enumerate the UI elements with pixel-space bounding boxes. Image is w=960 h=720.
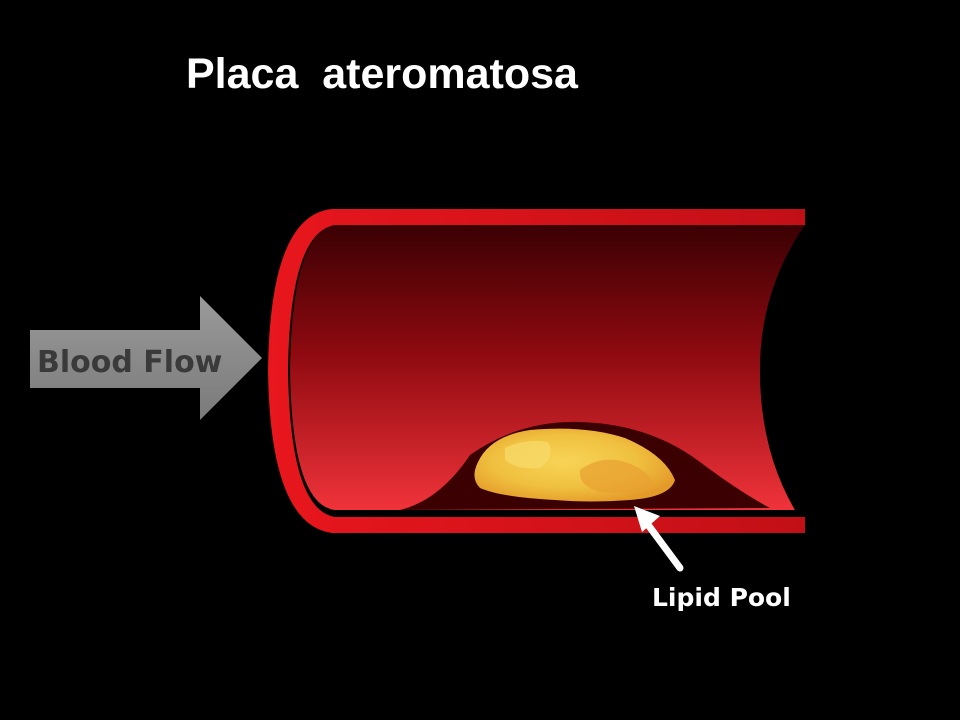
lipid-pool-label: Lipid Pool (652, 583, 791, 612)
vessel-lumen (290, 225, 805, 510)
blood-flow-label: Blood Flow (37, 345, 222, 380)
lipid-core-detail (579, 459, 655, 493)
vessel-opening (760, 225, 805, 510)
blood-flow-arrow (30, 296, 262, 420)
lipid-core-highlight (505, 440, 551, 469)
slide-title: Placa ateromatosa (186, 50, 578, 98)
lipid-pointer-head (634, 506, 660, 532)
lipid-pointer-line (642, 518, 684, 572)
